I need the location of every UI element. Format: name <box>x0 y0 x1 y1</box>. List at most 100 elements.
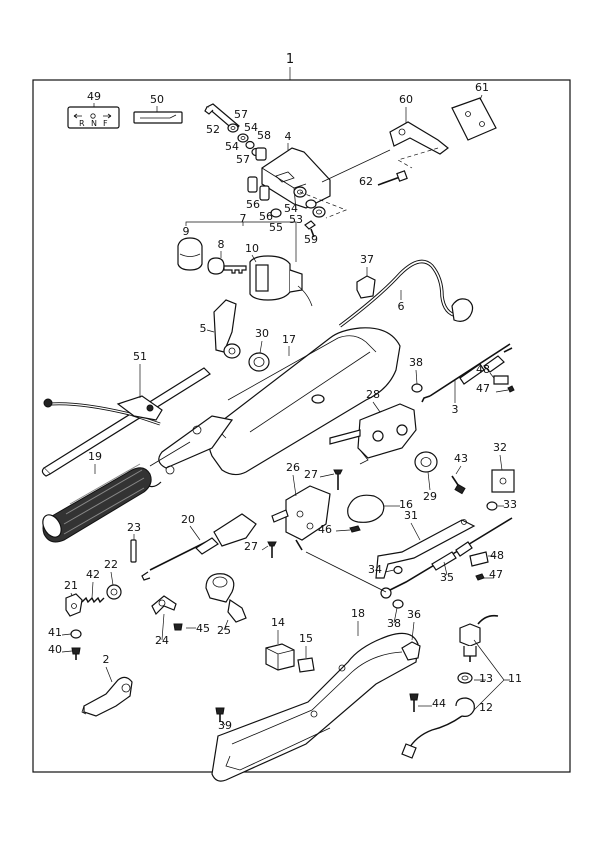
callout-35: 35 <box>440 571 454 584</box>
bolt-43 <box>451 465 466 495</box>
callout-48: 48 <box>490 549 504 562</box>
callout-54: 54 <box>244 121 258 134</box>
svg-text:R: R <box>79 119 85 128</box>
knob-16 <box>347 494 400 523</box>
svg-text:F: F <box>103 119 108 128</box>
callout-45: 45 <box>196 622 210 635</box>
bottom-cover-18 <box>211 621 419 782</box>
callout-57: 57 <box>236 153 250 166</box>
bolt-59 <box>304 220 316 238</box>
screw-27-bottom <box>261 541 277 558</box>
callout-20: 20 <box>181 513 195 526</box>
callout-17: 17 <box>282 333 296 346</box>
plate-61 <box>451 94 497 141</box>
callout-22: 22 <box>104 558 118 571</box>
spring-42 <box>81 581 105 604</box>
callout-19: 19 <box>88 450 102 463</box>
cable-clip-37 <box>356 267 376 299</box>
callout-51: 51 <box>133 350 147 363</box>
callout-2: 2 <box>103 653 110 666</box>
callout-8: 8 <box>218 238 225 251</box>
throttle-grip-19 <box>42 463 152 543</box>
throttle-cable-3 <box>421 343 513 403</box>
throttle-shaft-51 <box>41 364 211 477</box>
callout-11: 11 <box>508 672 522 685</box>
key-8 <box>207 251 247 275</box>
callout-41: 41 <box>48 626 62 639</box>
callout-47: 47 <box>476 382 490 395</box>
callout-53: 53 <box>289 213 303 226</box>
callout-31: 31 <box>404 509 418 522</box>
callout-37: 37 <box>360 253 374 266</box>
callout-33: 33 <box>503 498 517 511</box>
callout-29: 29 <box>423 490 437 503</box>
svg-text:N: N <box>91 119 97 128</box>
callout-57: 57 <box>234 108 248 121</box>
callout-10: 10 <box>245 242 259 255</box>
cap-9 <box>177 237 203 271</box>
screw-47-bottom <box>475 573 494 581</box>
callout-16: 16 <box>399 498 413 511</box>
callout-54: 54 <box>225 140 239 153</box>
callout-27: 27 <box>304 468 318 481</box>
throttle-rod-20 <box>141 513 257 581</box>
clamp-25 <box>205 573 247 631</box>
callout-43: 43 <box>454 452 468 465</box>
clip-36 <box>401 621 421 661</box>
callout-7: 7 <box>240 212 247 225</box>
callout-3: 3 <box>452 403 459 416</box>
callout-30: 30 <box>255 327 269 340</box>
bushing-58 <box>255 147 267 161</box>
callout-61: 61 <box>475 81 489 94</box>
callout-39: 39 <box>218 719 232 732</box>
label-strip-50 <box>133 106 183 124</box>
callout-62: 62 <box>359 175 373 188</box>
shift-label-plate-49: R N F <box>67 103 120 129</box>
dash-guide-mount <box>397 147 439 169</box>
bracket-26 <box>271 474 331 551</box>
callout-27: 27 <box>244 540 258 553</box>
ignition-switch-10 <box>249 254 313 307</box>
callout-12: 12 <box>479 701 493 714</box>
bracket-4 <box>261 143 331 211</box>
dash-guide-bracket <box>299 191 347 219</box>
callout-4: 4 <box>285 130 292 143</box>
callout-48: 48 <box>476 363 490 376</box>
callout-54: 54 <box>284 202 298 215</box>
clip-48-top <box>489 372 509 385</box>
callout-38: 38 <box>387 617 401 630</box>
stop-switch-11 <box>459 614 499 662</box>
plate-32 <box>491 454 515 493</box>
callout-38: 38 <box>409 356 423 369</box>
callout-1: 1 <box>286 52 294 67</box>
callout-15: 15 <box>299 632 313 645</box>
clamp-24 <box>151 595 177 641</box>
screw-45 <box>173 623 196 631</box>
shift-cable-35 <box>380 517 513 599</box>
callout-56: 56 <box>259 210 273 223</box>
shift-lever-5 <box>206 299 241 359</box>
wire-harness-6 <box>338 259 474 328</box>
clip-48-bottom <box>469 551 494 567</box>
pin-23 <box>130 534 137 563</box>
collar-22 <box>106 571 122 600</box>
callout-36: 36 <box>407 608 421 621</box>
washer-54-53 <box>305 199 326 218</box>
screw-40 <box>61 647 81 660</box>
callout-55: 55 <box>269 221 283 234</box>
washer-41 <box>61 629 82 639</box>
bracket-31 <box>375 519 476 579</box>
callout-59: 59 <box>304 233 318 246</box>
screw-44 <box>409 693 432 712</box>
nut-13 <box>457 672 473 684</box>
callout-34: 34 <box>368 563 382 576</box>
callout-5: 5 <box>200 322 207 335</box>
mount-bracket-60 <box>389 107 449 155</box>
washer-38-top <box>411 369 423 393</box>
washer-34 <box>384 565 403 575</box>
bracket-11 <box>473 639 510 711</box>
callout-47: 47 <box>489 568 503 581</box>
